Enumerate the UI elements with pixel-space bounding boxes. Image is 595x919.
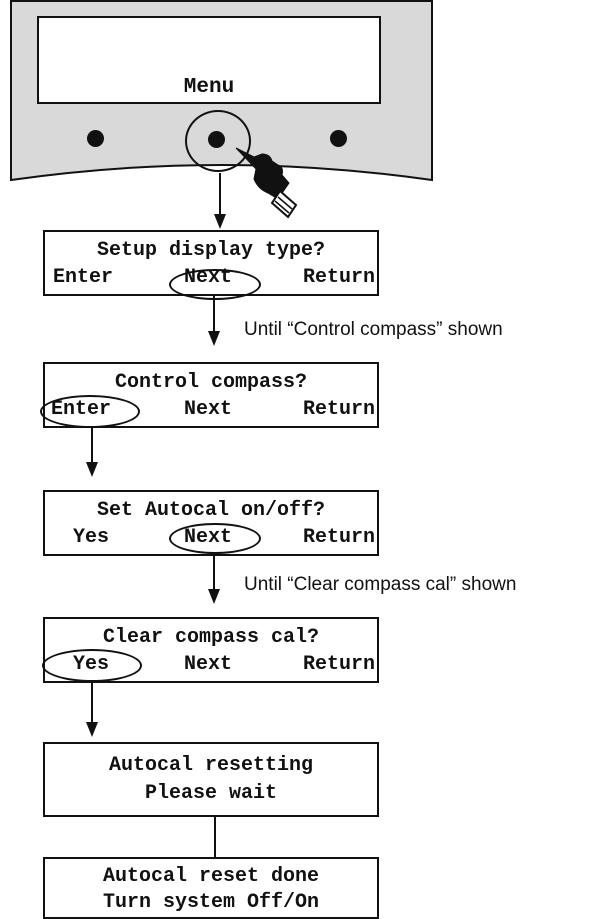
step-prompt: Set Autocal on/off? [96,499,326,522]
connector-arrow [208,589,220,604]
connector-arrow [86,722,98,737]
connector-arrow [214,214,226,229]
option-next[interactable]: Next [184,398,233,421]
connector-line [219,173,221,215]
selected-option-circle [169,269,261,300]
connector-line [91,681,93,723]
pointing-hand-icon [235,147,298,219]
note-until-control-compass: Until “Control compass” shown [244,319,503,340]
right-button[interactable] [330,130,347,147]
menu-step-autocal-reset-done: Autocal reset done Turn system Off/On [43,857,379,919]
connector-line [214,817,216,857]
screen-menu-text: Menu [183,76,235,99]
connector-line [213,552,215,590]
menu-step-autocal-resetting: Autocal resetting Please wait [43,742,379,817]
status-line-1: Autocal reset done [102,865,320,888]
selected-option-circle [42,649,142,682]
option-enter[interactable]: Enter [53,266,114,289]
center-button-highlight-circle [185,110,251,172]
status-line-2: Please wait [144,782,278,805]
option-yes[interactable]: Yes [73,526,110,549]
display-unit: Menu [10,0,433,219]
step-prompt: Setup display type? [96,239,326,262]
connector-line [91,427,93,463]
display-screen: Menu [37,16,381,104]
status-line-2: Turn system Off/On [102,891,320,914]
selected-option-circle [40,395,140,428]
connector-arrow [208,331,220,346]
connector-line [213,296,215,332]
selected-option-circle [169,523,261,554]
option-return[interactable]: Return [302,266,375,289]
left-button[interactable] [87,130,104,147]
option-next[interactable]: Next [184,653,233,676]
step-prompt: Clear compass cal? [102,626,320,649]
step-prompt: Control compass? [114,371,308,394]
option-return[interactable]: Return [302,653,375,676]
option-return[interactable]: Return [302,526,375,549]
note-until-clear-compass-cal: Until “Clear compass cal” shown [244,574,517,595]
status-line-1: Autocal resetting [108,754,314,777]
connector-arrow [86,462,98,477]
option-return[interactable]: Return [302,398,375,421]
